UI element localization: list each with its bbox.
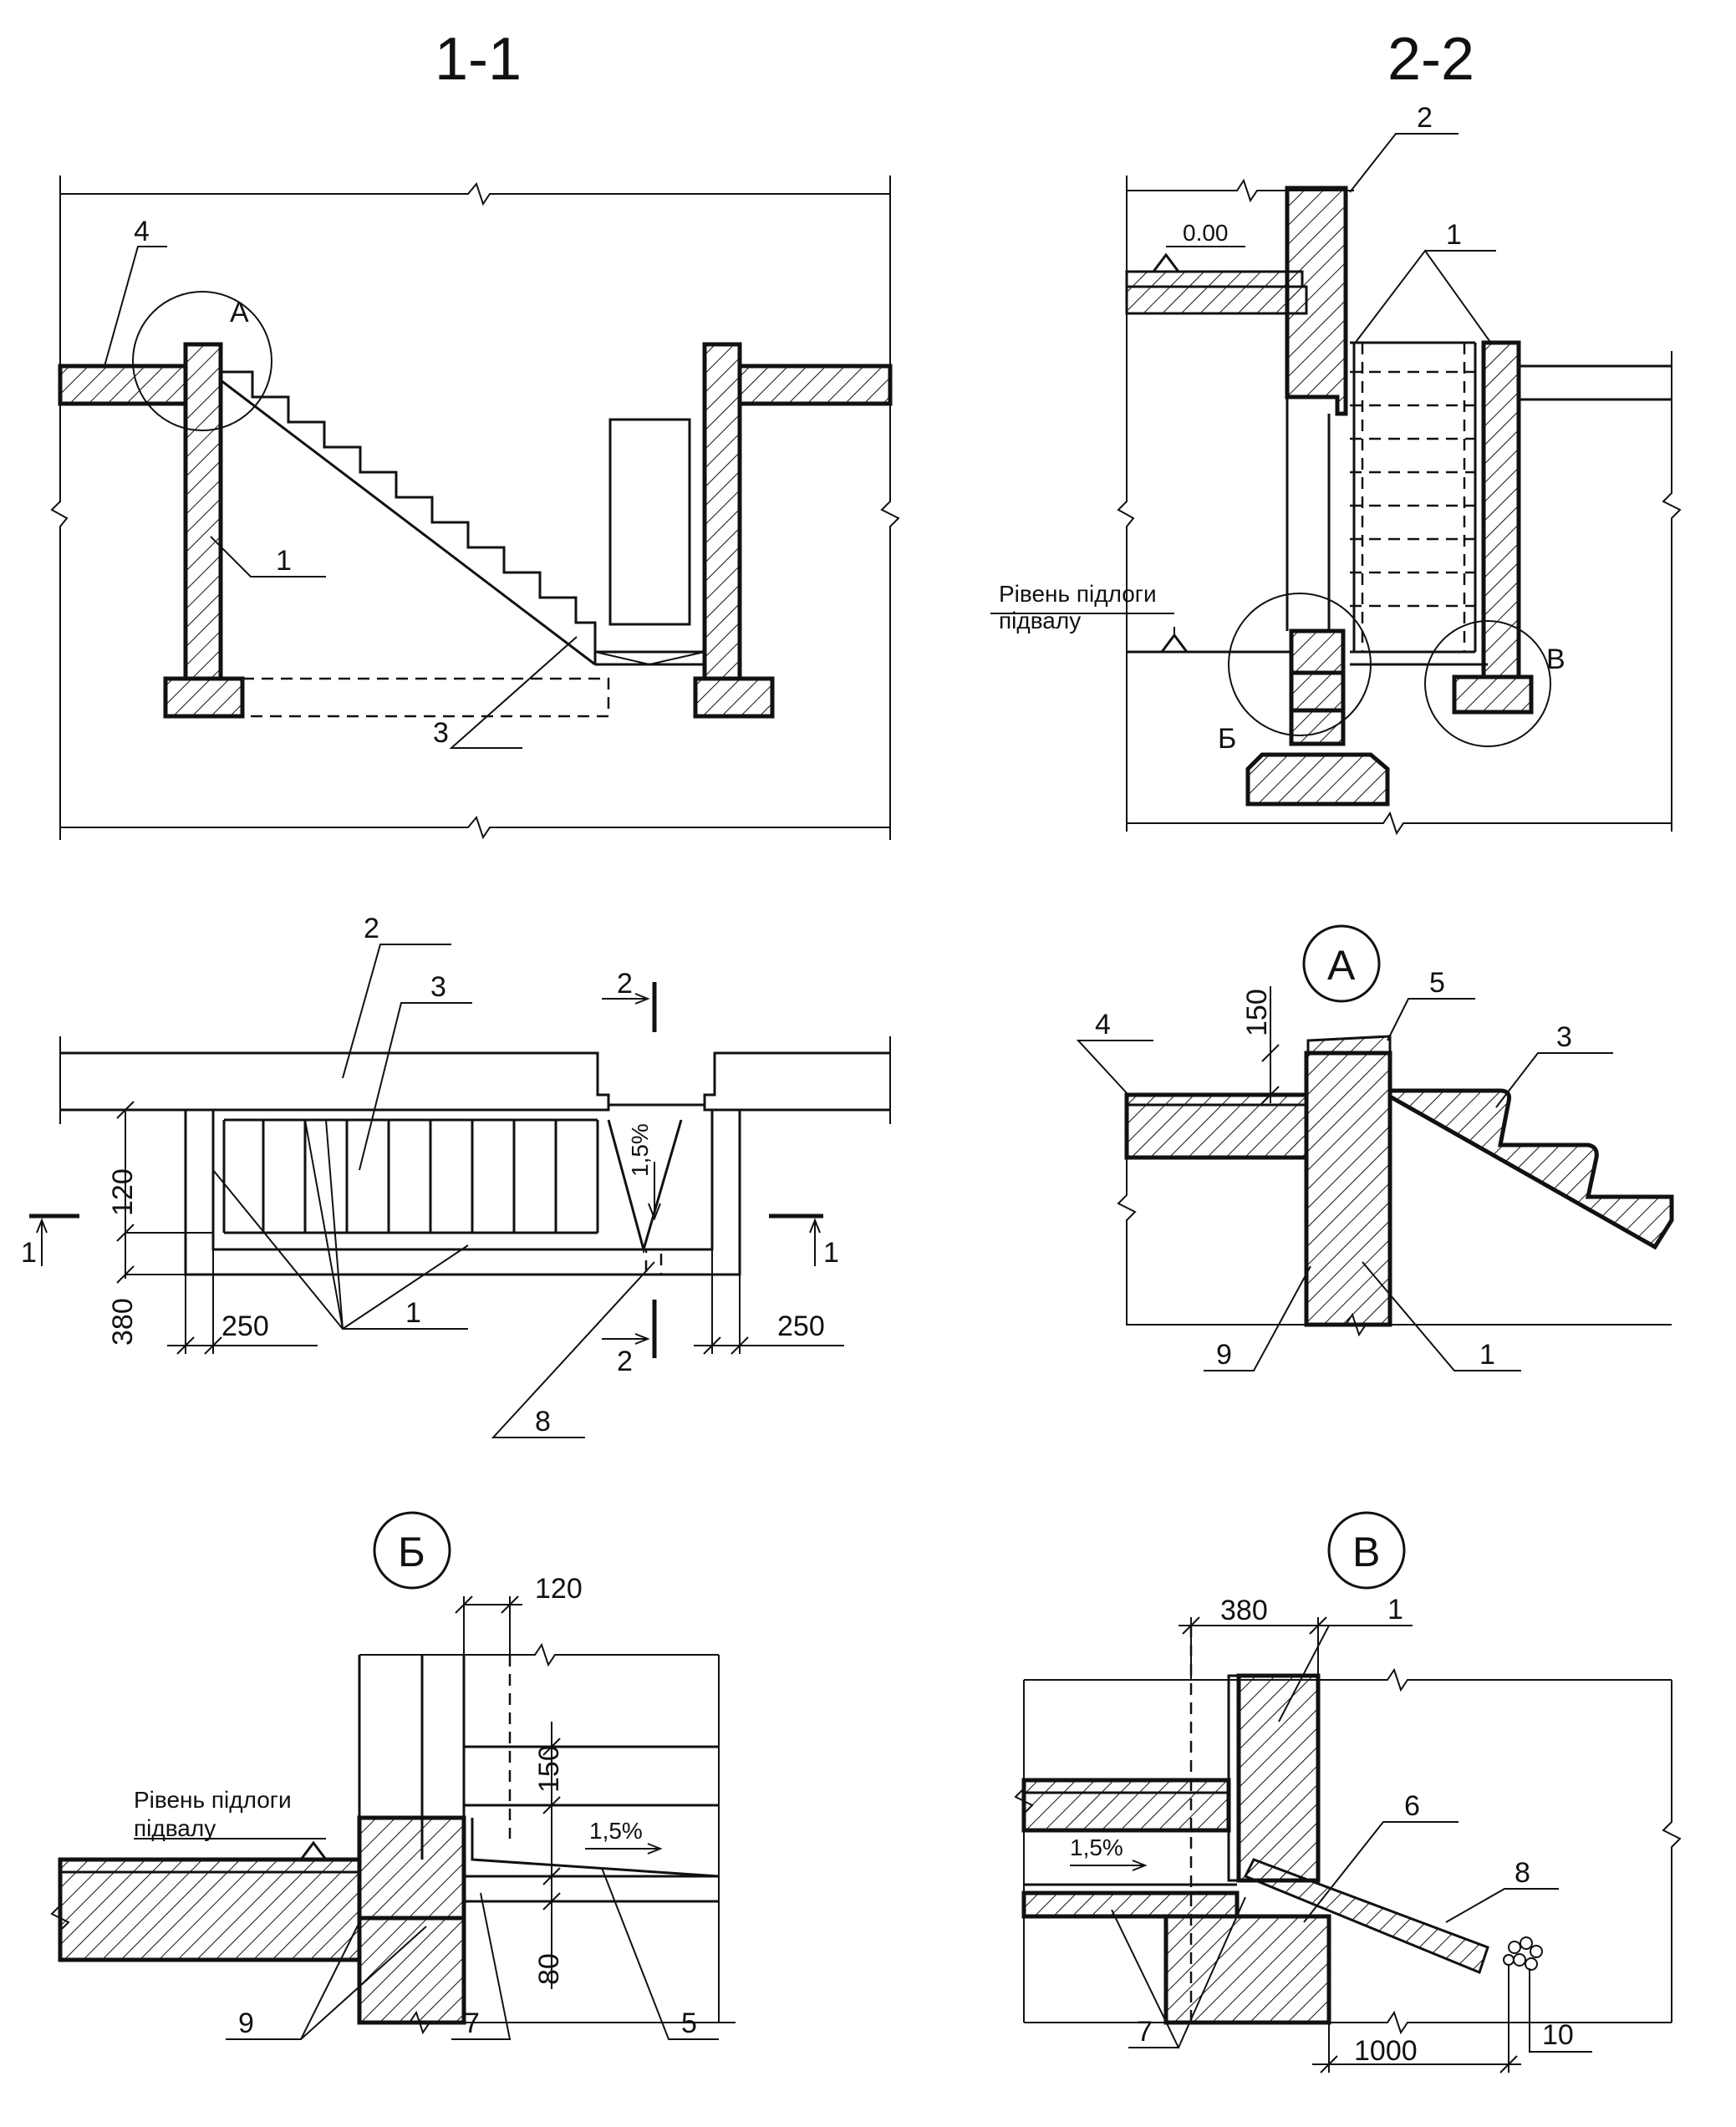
drain-pipe xyxy=(1243,1858,1489,1974)
slope-plan: 1,5% xyxy=(627,1123,653,1177)
detail-v-title-circle xyxy=(1327,1511,1406,1590)
plan-view: 1,5% 1 1 2 2 120 380 250 xyxy=(21,913,891,1438)
section-mark-1-left: 1 xyxy=(21,1237,37,1269)
section-mark-2-top: 2 xyxy=(617,968,633,1000)
basement-floor-b-1: Рівень підлоги xyxy=(134,1787,292,1813)
wall-a xyxy=(1304,1051,1392,1327)
stair-elevation xyxy=(1350,341,1488,666)
basement-floor-b-2: підвалу xyxy=(134,1815,216,1841)
callout-5-a: 5 xyxy=(1429,967,1445,999)
callout-7-b: 7 xyxy=(464,2007,480,2039)
detail-a-circle xyxy=(132,291,272,431)
detail-b-title-circle xyxy=(373,1511,451,1590)
stair-steps xyxy=(221,370,597,664)
detail-v-title: В xyxy=(1352,1529,1380,1575)
footing-left xyxy=(163,676,245,719)
callout-9-a: 9 xyxy=(1216,1339,1232,1371)
dim-1000-v: 1000 xyxy=(1354,2035,1418,2067)
ground-slab-right xyxy=(737,364,893,406)
callout-8-v: 8 xyxy=(1515,1857,1530,1889)
callout-5-b: 5 xyxy=(681,2007,697,2039)
dim-380-plan: 380 xyxy=(107,1298,139,1346)
dim-250-right: 250 xyxy=(777,1310,825,1342)
detail-b: Б Рівень підлоги підвалу 1,5% xyxy=(50,1511,736,2040)
level-zero: 0.00 xyxy=(1183,220,1229,246)
coping-a xyxy=(1306,1035,1392,1055)
dim-120-b: 120 xyxy=(535,1573,583,1605)
ground-slab-left xyxy=(58,364,188,406)
callout-6-v: 6 xyxy=(1404,1790,1420,1822)
slope-v: 1,5% xyxy=(1070,1834,1123,1860)
section-1-1-title: 1-1 xyxy=(435,26,522,93)
section-1-1: 1-1 А 4 1 3 xyxy=(50,26,900,840)
wall-left xyxy=(183,342,223,681)
section-mark-2-bottom: 2 xyxy=(617,1346,633,1377)
callout-3: 3 xyxy=(433,717,449,749)
detail-v: В 1,5% xyxy=(1014,1511,1682,2074)
callout-3-plan: 3 xyxy=(430,971,446,1003)
dim-150-b: 150 xyxy=(533,1745,565,1793)
section-2-2-title: 2-2 xyxy=(1387,26,1474,93)
hidden-foundation xyxy=(242,677,610,718)
callout-8-plan: 8 xyxy=(535,1406,551,1438)
wall-block-b-lower xyxy=(357,1916,466,2025)
wall-block-b-upper xyxy=(357,1815,466,1921)
detail-v-circle xyxy=(1424,620,1551,747)
dim-380-v: 380 xyxy=(1220,1595,1268,1626)
callout-1: 1 xyxy=(276,545,292,577)
stair-underside xyxy=(220,379,596,666)
callout-7-v: 7 xyxy=(1137,2016,1153,2048)
stair-treads-plan xyxy=(222,1118,599,1234)
section-mark-1-right: 1 xyxy=(823,1237,839,1269)
callout-3-a: 3 xyxy=(1556,1021,1572,1053)
basement-foundation xyxy=(1245,752,1390,807)
steps-a xyxy=(1387,1088,1674,1250)
basement-floor-b xyxy=(58,1857,362,1962)
basement-floor-label-2: підвалу xyxy=(999,608,1081,634)
ground-floor-slab-lower xyxy=(1125,285,1308,315)
basement-wall-block-2 xyxy=(1289,670,1346,713)
callout-1-b: 1 xyxy=(1446,219,1462,251)
basement-wall-block-3 xyxy=(1289,708,1346,746)
detail-v-mark: В xyxy=(1546,644,1565,675)
detail-a-mark: А xyxy=(230,297,249,328)
detail-b-circle xyxy=(1228,593,1372,736)
wall-v xyxy=(1236,1673,1321,1883)
callout-2-plan: 2 xyxy=(364,913,379,944)
callout-9-b: 9 xyxy=(238,2007,254,2039)
detail-a-title: А xyxy=(1327,942,1356,989)
wall-right xyxy=(702,342,742,681)
callout-2: 2 xyxy=(1417,102,1433,134)
section-2-2: 2-2 xyxy=(990,26,1682,836)
pit-wall-right-footing xyxy=(1452,674,1534,715)
detail-a-title-circle xyxy=(1302,924,1381,1003)
basement-floor-label-1: Рівень підлоги xyxy=(999,581,1157,607)
callout-4: 4 xyxy=(134,216,150,247)
callout-4-a: 4 xyxy=(1095,1009,1111,1041)
door-opening xyxy=(608,418,691,626)
detail-a: А 150 4 5 3 9 1 xyxy=(1076,924,1674,1371)
foundation-v xyxy=(1163,1914,1331,2025)
floor-strip-v xyxy=(1021,1890,1240,1919)
callout-10-v: 10 xyxy=(1542,2019,1574,2051)
basement-wall-block-1 xyxy=(1289,628,1346,675)
callout-1-plan: 1 xyxy=(405,1297,421,1329)
pit-outline xyxy=(184,1110,741,1276)
dim-250-left: 250 xyxy=(221,1310,269,1342)
building-wall xyxy=(1285,186,1348,416)
dim-120-plan: 120 xyxy=(107,1168,139,1216)
ground-floor-slab xyxy=(1125,270,1304,288)
detail-b-mark: Б xyxy=(1218,723,1236,755)
callout-1-v: 1 xyxy=(1387,1594,1403,1626)
dim-150-a: 150 xyxy=(1241,989,1273,1036)
slope-b: 1,5% xyxy=(589,1818,643,1844)
dim-80-b: 80 xyxy=(533,1953,565,1985)
floor-slab-v xyxy=(1021,1778,1231,1833)
callout-1-a: 1 xyxy=(1479,1339,1495,1371)
footing-right xyxy=(693,676,775,719)
detail-b-title: Б xyxy=(398,1529,425,1575)
